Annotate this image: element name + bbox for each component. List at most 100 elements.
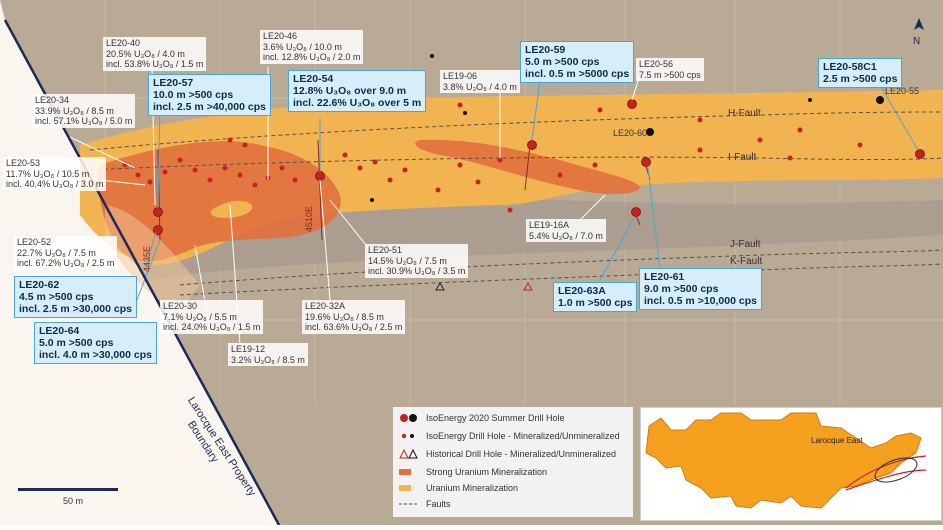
label-name: LE20-51 xyxy=(368,245,403,255)
historical-hole-black xyxy=(435,281,445,291)
hole-tag-le20-55: LE20-55 xyxy=(885,86,920,96)
legend-item-uranium-mineralization: Uranium Mineralization xyxy=(399,483,518,493)
label-le19-12: LE19-12 3.2% U₃O₈ / 8.5 m xyxy=(228,343,308,366)
inset-map-drawing: Larocque East xyxy=(645,412,927,509)
scale-bar: 50 m xyxy=(18,488,118,506)
fault-label-h: H-Fault xyxy=(728,108,761,119)
historical-hole-red xyxy=(523,281,533,291)
callout-name: LE20-64 xyxy=(39,325,80,337)
label-name: LE20-56 xyxy=(639,59,674,69)
callout-name: LE20-58C1 xyxy=(823,61,877,73)
north-arrow-icon xyxy=(914,18,924,30)
label-le19-06: LE19-06 3.8% U₃O₈ / 4.0 m xyxy=(440,70,520,93)
label-line1: 3.2% U₃O₈ / 8.5 m xyxy=(231,354,305,365)
inset-target-ellipse xyxy=(874,457,918,483)
legend-item-faults: Faults xyxy=(399,499,451,509)
outside-property-area xyxy=(0,0,279,525)
label-le20-53: LE20-53 11.7% U₃O₈ / 10.5 m incl. 40.4% … xyxy=(3,157,107,191)
small-dot-icon xyxy=(399,431,421,441)
uranium-swatch xyxy=(399,483,421,493)
fault-label-k: K-Fault xyxy=(730,256,763,267)
callout-line2: incl. 4.0 m >30,000 cps xyxy=(39,349,152,361)
label-name: LE19-16A xyxy=(529,220,570,230)
label-line2: incl. 12.8% U₃O₈ / 2.0 m xyxy=(263,52,361,62)
label-name: LE20-52 xyxy=(17,237,52,247)
label-name: LE19-12 xyxy=(231,344,266,354)
callout-le20-63a: LE20-63A 1.0 m >500 cps xyxy=(553,282,638,312)
label-line2: incl. 30.9% U₃O₈ / 3.5 m xyxy=(368,266,466,276)
fault-line-icon xyxy=(399,499,421,509)
label-line2: incl. 40.4% U₃O₈ / 3.0 m xyxy=(6,179,104,189)
legend-label: IsoEnergy Drill Hole - Mineralized/Unmin… xyxy=(426,431,620,441)
legend-item-strong-mineralization: Strong Uranium Mineralization xyxy=(399,467,547,477)
label-le20-51: LE20-51 14.5% U₃O₈ / 7.5 m incl. 30.9% U… xyxy=(365,244,469,278)
inset-trend-line-2 xyxy=(845,469,927,491)
legend-label: Faults xyxy=(426,499,451,509)
legend-label: Historical Drill Hole - Mineralized/Unmi… xyxy=(426,449,617,459)
callout-le20-54: LE20-54 12.8% U₃O₈ over 9.0 m incl. 22.6… xyxy=(288,70,427,112)
callout-name: LE20-54 xyxy=(293,73,334,85)
label-le20-52: LE20-52 22.7% U₃O₈ / 7.5 m incl. 67.2% U… xyxy=(14,236,118,270)
unmineralized-drill-holes xyxy=(370,54,884,202)
callout-line1: 2.5 m >500 cps xyxy=(823,73,898,85)
label-le20-30: LE20-30 7.1% U₃O₈ / 5.5 m incl. 24.0% U₃… xyxy=(160,300,264,334)
label-line2: incl. 57.1% U₃O₈ / 5.0 m xyxy=(35,116,133,126)
label-line1: 33.9% U₃O₈ / 8.5 m xyxy=(35,105,114,116)
callout-le20-59: LE20-59 5.0 m >500 cps incl. 0.5 m >5000… xyxy=(520,41,635,83)
legend-label: IsoEnergy 2020 Summer Drill Hole xyxy=(426,413,565,423)
callout-le20-57: LE20-57 10.0 m >500 cps incl. 2.5 m >40,… xyxy=(148,74,271,116)
legend-label: Strong Uranium Mineralization xyxy=(426,467,548,477)
label-line1: 7.1% U₃O₈ / 5.5 m xyxy=(163,311,237,322)
label-name: LE20-40 xyxy=(106,38,141,48)
summer-2020-drill-holes xyxy=(153,99,925,235)
label-le20-34: LE20-34 33.9% U₃O₈ / 8.5 m incl. 57.1% U… xyxy=(32,94,136,128)
inner-uranium-patch xyxy=(210,200,253,218)
callout-line1: 12.8% U₃O₈ over 9.0 m xyxy=(293,85,407,97)
label-name: LE20-53 xyxy=(6,158,41,168)
inset-trend-line xyxy=(845,455,927,489)
callout-le20-61: LE20-61 9.0 m >500 cps incl. 0.5 m >10,0… xyxy=(639,268,762,310)
label-line1: 3.6% U₃O₈ / 10.0 m xyxy=(263,41,342,52)
callout-line1: 4.5 m >500 cps xyxy=(19,291,94,303)
label-name: LE20-34 xyxy=(35,95,70,105)
callout-le20-62: LE20-62 4.5 m >500 cps incl. 2.5 m >30,0… xyxy=(14,276,137,318)
callout-le20-64: LE20-64 5.0 m >500 cps incl. 4.0 m >30,0… xyxy=(34,322,157,364)
label-le19-16a: LE19-16A 5.4% U₃O₈ / 7.0 m xyxy=(526,219,606,242)
triangle-icon xyxy=(399,448,421,459)
label-line1: 22.7% U₃O₈ / 7.5 m xyxy=(17,247,96,258)
strong-swatch xyxy=(399,467,421,477)
label-line1: 14.5% U₃O₈ / 7.5 m xyxy=(368,255,447,266)
label-le20-56: LE20-56 7.5 m >500 cps xyxy=(636,58,704,81)
callout-line1: 10.0 m >500 cps xyxy=(153,89,234,101)
label-name: LE20-46 xyxy=(263,31,298,41)
callout-line2: incl. 0.5 m >5000 cps xyxy=(525,68,630,80)
callout-line1: 1.0 m >500 cps xyxy=(558,297,633,309)
label-line1: 19.6% U₃O₈ / 8.5 m xyxy=(305,311,384,322)
label-name: LE19-06 xyxy=(443,71,478,81)
legend-item-summer-holes: IsoEnergy 2020 Summer Drill Hole xyxy=(399,413,565,423)
callout-name: LE20-59 xyxy=(525,44,566,56)
large-dot-icon xyxy=(399,413,421,423)
callout-le20-58c1: LE20-58C1 2.5 m >500 cps xyxy=(818,58,903,88)
label-line2: incl. 63.6% U₃O₈ / 2.5 m xyxy=(305,322,403,332)
legend: IsoEnergy 2020 Summer Drill Hole IsoEner… xyxy=(393,407,633,517)
section-label-4435e: 4435E xyxy=(142,246,152,272)
inset-title: Larocque East xyxy=(811,436,863,445)
label-line1: 7.5 m >500 cps xyxy=(639,69,701,80)
callout-name: LE20-61 xyxy=(644,271,685,283)
label-le20-46: LE20-46 3.6% U₃O₈ / 10.0 m incl. 12.8% U… xyxy=(260,30,364,64)
callout-line2: incl. 0.5 m >10,000 cps xyxy=(644,295,757,307)
label-name: LE20-32A xyxy=(305,301,346,311)
legend-label: Uranium Mineralization xyxy=(426,483,519,493)
label-line2: incl. 24.0% U₃O₈ / 1.5 m xyxy=(163,322,261,332)
label-line1: 5.4% U₃O₈ / 7.0 m xyxy=(529,230,603,241)
callout-line1: 5.0 m >500 cps xyxy=(39,337,114,349)
fault-label-j: J-Fault xyxy=(730,239,761,250)
legend-item-historical-holes: Historical Drill Hole - Mineralized/Unmi… xyxy=(399,448,617,459)
label-line2: incl. 67.2% U₃O₈ / 2.5 m xyxy=(17,258,115,268)
label-line1: 20.5% U₃O₈ / 4.0 m xyxy=(106,48,185,59)
label-line2: incl. 53.8% U₃O₈ / 1.5 m xyxy=(106,59,204,69)
north-label: N xyxy=(913,36,921,47)
callout-name: LE20-63A xyxy=(558,285,606,297)
label-le20-32a: LE20-32A 19.6% U₃O₈ / 8.5 m incl. 63.6% … xyxy=(302,300,406,334)
